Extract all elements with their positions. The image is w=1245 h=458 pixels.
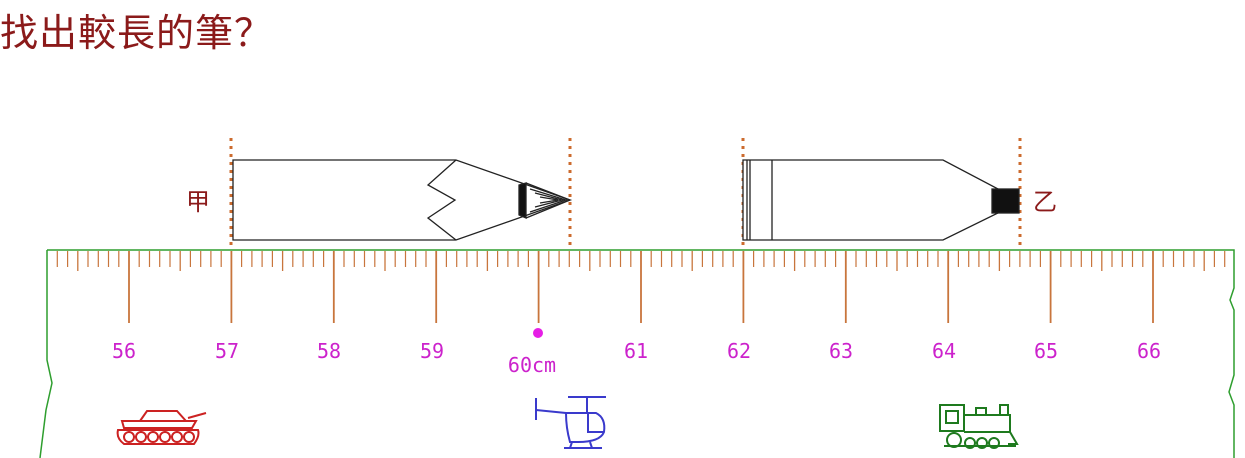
ruler-number-57: 57 [215,339,239,363]
ruler-number-58: 58 [317,339,341,363]
ruler-number-61: 61 [624,339,648,363]
ruler-number-63: 63 [829,339,853,363]
ruler-number-66: 66 [1137,339,1161,363]
pencil-label-jia: 甲 [186,188,210,216]
ruler-number-65: 65 [1034,339,1058,363]
ruler-numbers: 56 57 58 59 60cm 61 62 63 64 65 66 [112,339,1161,377]
pencil-jia [232,159,572,241]
ruler-number-60cm: 60cm [508,353,556,377]
ruler-number-62: 62 [727,339,751,363]
ruler-number-56: 56 [112,339,136,363]
ruler-body [39,249,1235,458]
helicopter-icon [535,396,606,449]
tank-icon [116,410,207,445]
ruler-center-dot [533,328,543,338]
ruler-number-64: 64 [932,339,956,363]
question-title: 找出較長的筆？ [0,11,274,55]
train-icon [939,404,1019,449]
pencil-label-yi: 乙 [1033,188,1057,216]
pencil-yi [742,159,1020,241]
ruler-number-59: 59 [420,339,444,363]
ruler-ticks [56,251,1226,323]
